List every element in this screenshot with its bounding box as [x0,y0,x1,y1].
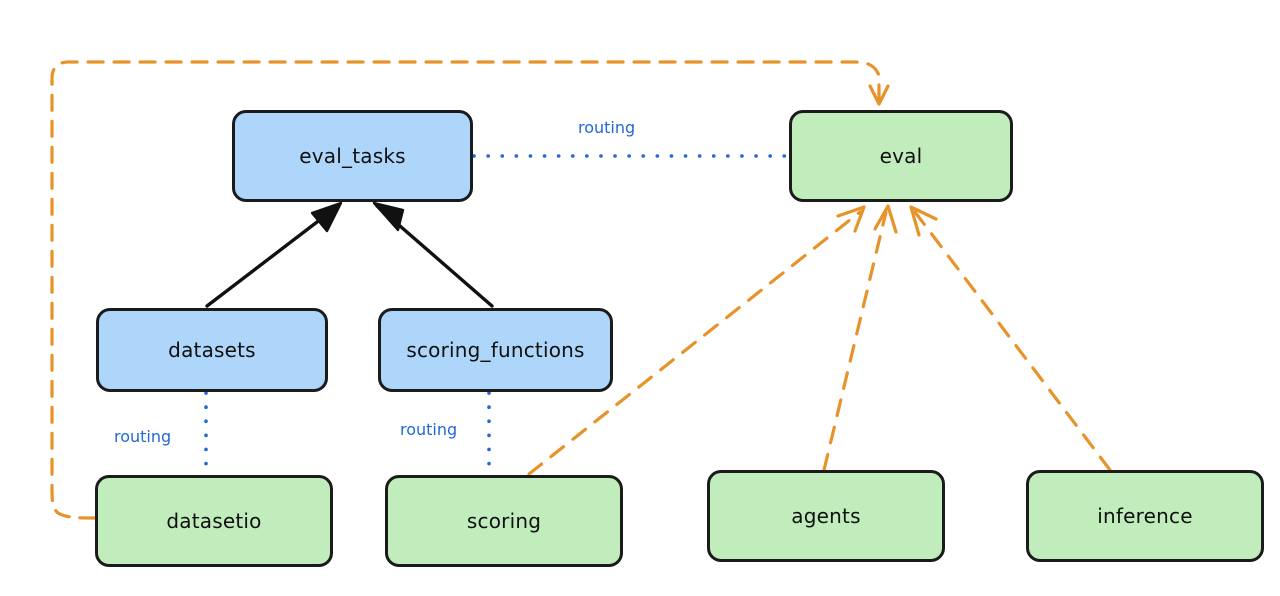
node-agents[interactable]: agents [707,470,945,562]
node-datasetio[interactable]: datasetio [95,475,333,567]
node-scoring-functions-label: scoring_functions [406,338,585,362]
node-agents-label: agents [791,504,861,528]
edge-datasetio-to-eval [50,60,890,520]
node-datasetio-label: datasetio [166,509,262,533]
node-inference[interactable]: inference [1026,470,1264,562]
edge-scoring_functions-to-eval_tasks [372,201,494,308]
edge-agents-to-eval [822,204,898,472]
node-scoring-functions[interactable]: scoring_functions [378,308,613,392]
node-eval-tasks-label: eval_tasks [299,144,406,168]
edge-inference-to-eval [909,205,1112,472]
edge-label-routing-eval-tasks-eval: routing [578,118,636,137]
node-eval-label: eval [879,144,923,168]
node-inference-label: inference [1097,504,1193,528]
edge-datasets-to-eval_tasks [205,201,343,308]
node-eval[interactable]: eval [789,110,1013,202]
node-scoring-label: scoring [466,509,542,533]
edge-scoring-to-eval [527,205,866,476]
node-scoring[interactable]: scoring [385,475,623,567]
edge-label-routing-datasets-datasetio: routing [114,427,172,446]
node-datasets-label: datasets [168,338,256,362]
node-eval-tasks[interactable]: eval_tasks [232,110,473,202]
edge-label-routing-scoring-functions-scoring: routing [400,420,458,439]
node-datasets[interactable]: datasets [96,308,328,392]
